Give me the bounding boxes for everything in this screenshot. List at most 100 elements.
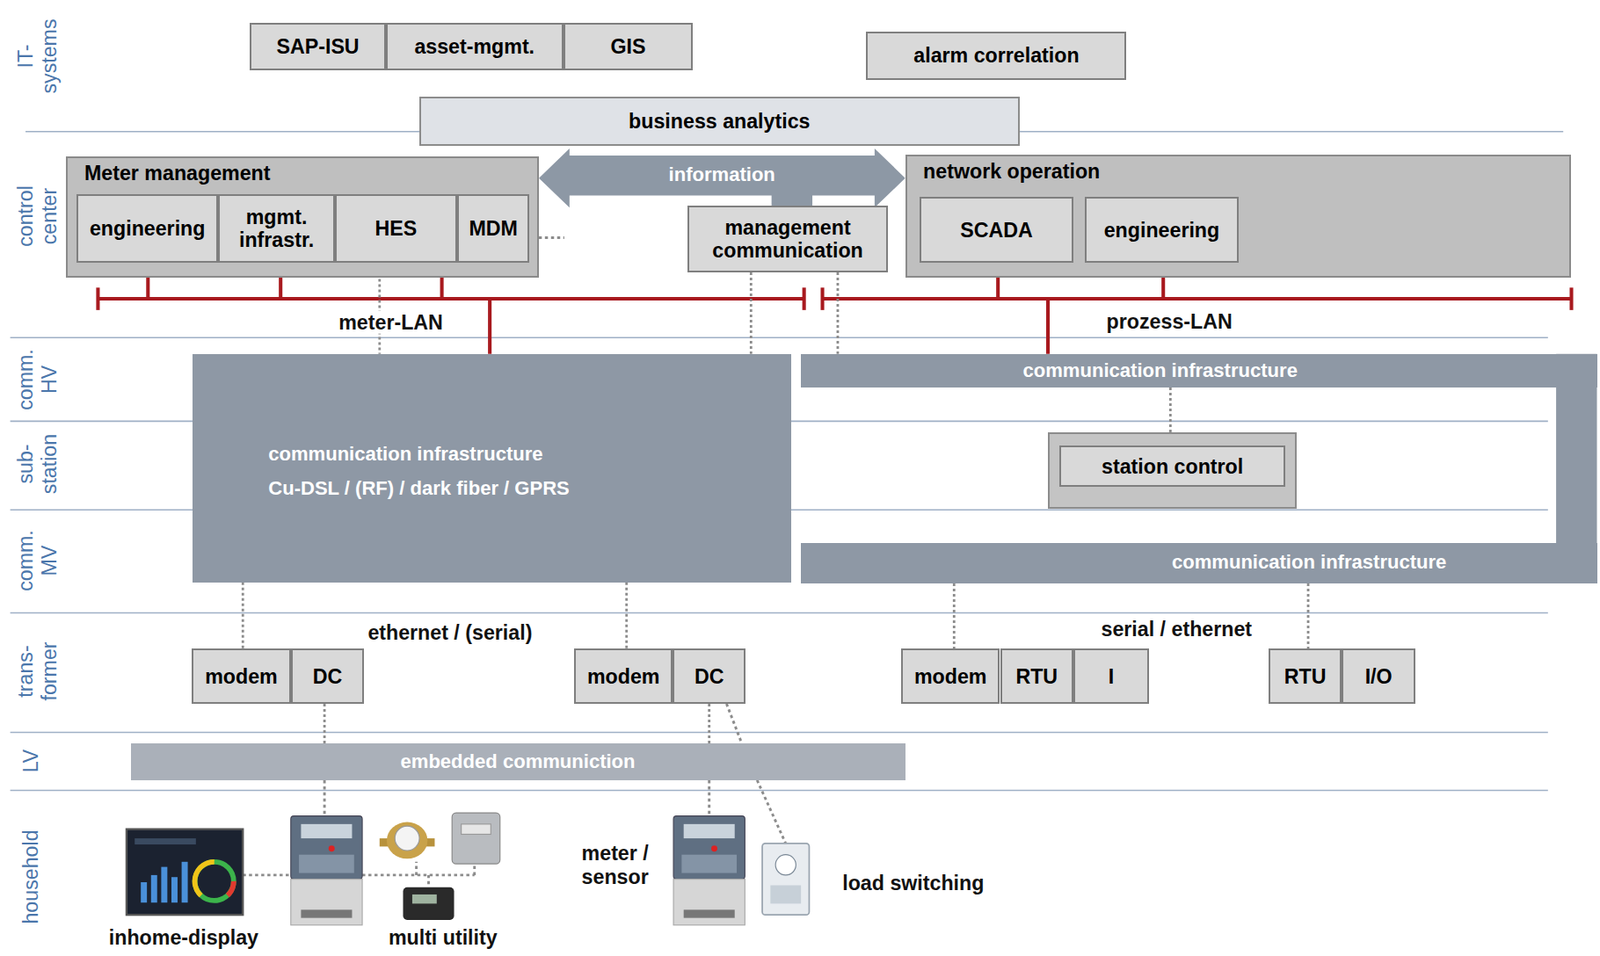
inhome-display-picture: [160, 867, 168, 904]
smart-meter-picture: [328, 845, 335, 852]
lan-bus: [97, 297, 804, 301]
inhome-display-picture: [126, 829, 243, 917]
dotted-link: [472, 864, 476, 876]
annotation-label: meter / sensor: [581, 843, 670, 890]
box-label: I/O: [1365, 665, 1393, 689]
dotted-connector: [707, 704, 711, 744]
arrow-shape: [538, 148, 906, 208]
inhome-display-picture: [134, 838, 197, 845]
load-switch-picture: [762, 843, 809, 916]
annotation-label: load switching: [839, 872, 987, 896]
smart-meter-picture: [683, 909, 735, 918]
box-label: RTU: [1015, 665, 1058, 689]
box-label: mgmt. infrastr.: [219, 205, 333, 252]
gas-meter-picture: [451, 813, 501, 865]
row-label: control center: [14, 174, 61, 258]
device-box: DC: [290, 648, 365, 705]
smart-meter-picture: [673, 880, 745, 926]
dotted-connector: [323, 704, 327, 744]
box-label: engineering: [1104, 218, 1221, 242]
analytics-box: business analytics: [419, 96, 1020, 146]
group-box: network operationSCADAengineering: [905, 154, 1572, 277]
device-box: I/O: [1341, 648, 1416, 705]
lan-bus: [1569, 287, 1573, 311]
box-label: modem: [914, 665, 988, 689]
row-label: IT- systems: [14, 10, 61, 102]
box-label: modem: [204, 665, 278, 689]
box-label: network operation: [923, 160, 1100, 183]
lan-bus: [822, 297, 1572, 301]
box-label: communication infrastructure: [1171, 552, 1447, 575]
decoration-group: [10, 131, 1598, 926]
module-box: MDM: [457, 194, 530, 264]
smart-meter-picture: [290, 880, 363, 926]
lan-bus: [802, 287, 807, 311]
smart-meter-picture: [673, 816, 745, 880]
box-label: SAP-ISU: [276, 35, 360, 59]
box-label: engineering: [89, 217, 206, 240]
box-label: communication infrastructure: [268, 443, 543, 466]
box-label: Cu-DSL / (RF) / dark fiber / GPRS: [268, 478, 570, 501]
lan-bus: [95, 287, 100, 311]
row-separator: [10, 336, 1549, 339]
lan-bus: [487, 298, 492, 355]
smart-meter-picture: [711, 845, 718, 852]
lan-bus: [1046, 298, 1050, 355]
dotted-link: [707, 780, 711, 817]
dotted-connector: [241, 582, 245, 649]
load-switch-picture: [775, 855, 796, 876]
network-band: embedded communiction: [130, 743, 906, 781]
inhome-display-picture: [181, 862, 189, 903]
row-label: sub- station: [14, 422, 61, 507]
annotation-label: inhome-display: [106, 925, 262, 950]
box-label: communication infrastructure: [1023, 360, 1298, 383]
box-label: Meter management: [84, 161, 270, 185]
box-label: MDM: [468, 217, 517, 240]
network-block: communication infrastructureCu-DSL / (RF…: [192, 354, 791, 583]
dotted-link: [414, 862, 418, 876]
dotted-link: [323, 780, 327, 817]
heat-meter-picture: [402, 887, 454, 921]
inhome-display-picture: [140, 882, 147, 903]
device-box: DC: [672, 648, 747, 705]
row-label: comm. MV: [14, 522, 61, 600]
network-band: communication infrastructure: [800, 354, 1597, 388]
annotation-label: ethernet / (serial): [364, 620, 535, 645]
smart-meter-picture: [290, 816, 363, 880]
group-box: Meter management engineering mgmt. infrast…: [65, 156, 539, 278]
box-label: alarm correlation: [913, 43, 1079, 67]
heat-meter-picture: [402, 887, 454, 921]
inhome-display-picture: [126, 829, 243, 917]
heat-meter-picture: [412, 894, 437, 904]
gas-meter-picture: [451, 813, 501, 865]
inhome-display-picture: [151, 875, 158, 903]
device-box: I: [1073, 648, 1150, 705]
device-box: RTU: [1000, 648, 1075, 705]
smart-meter-picture: [298, 855, 355, 874]
box-label: GIS: [610, 35, 646, 59]
smart-meter-picture: [290, 816, 363, 926]
box-label: I: [1108, 665, 1114, 689]
water-meter-picture: [386, 822, 428, 860]
dotted-connector: [1307, 583, 1310, 649]
annotation-label: meter-LAN: [335, 310, 446, 335]
gas-meter-picture: [461, 824, 492, 836]
annotation-label: prozess-LAN: [1104, 309, 1236, 334]
dotted-link: [538, 236, 565, 240]
smart-meter-picture: [300, 909, 352, 918]
station-box: station control: [1047, 432, 1297, 510]
box-label: information: [669, 164, 776, 187]
dotted-link: [726, 704, 742, 744]
device-box: modem: [191, 648, 291, 705]
inhome-display-picture: [195, 862, 215, 896]
dotted-connector: [625, 582, 628, 649]
box-label: modem: [587, 665, 661, 689]
dotted-connector: [1169, 387, 1172, 433]
device-box: modem: [901, 648, 1001, 705]
box-label: HES: [374, 217, 417, 240]
double-arrow: information: [538, 148, 906, 208]
system-box: GIS: [563, 22, 693, 72]
box-label: business analytics: [628, 109, 810, 133]
dotted-connector: [836, 272, 840, 355]
